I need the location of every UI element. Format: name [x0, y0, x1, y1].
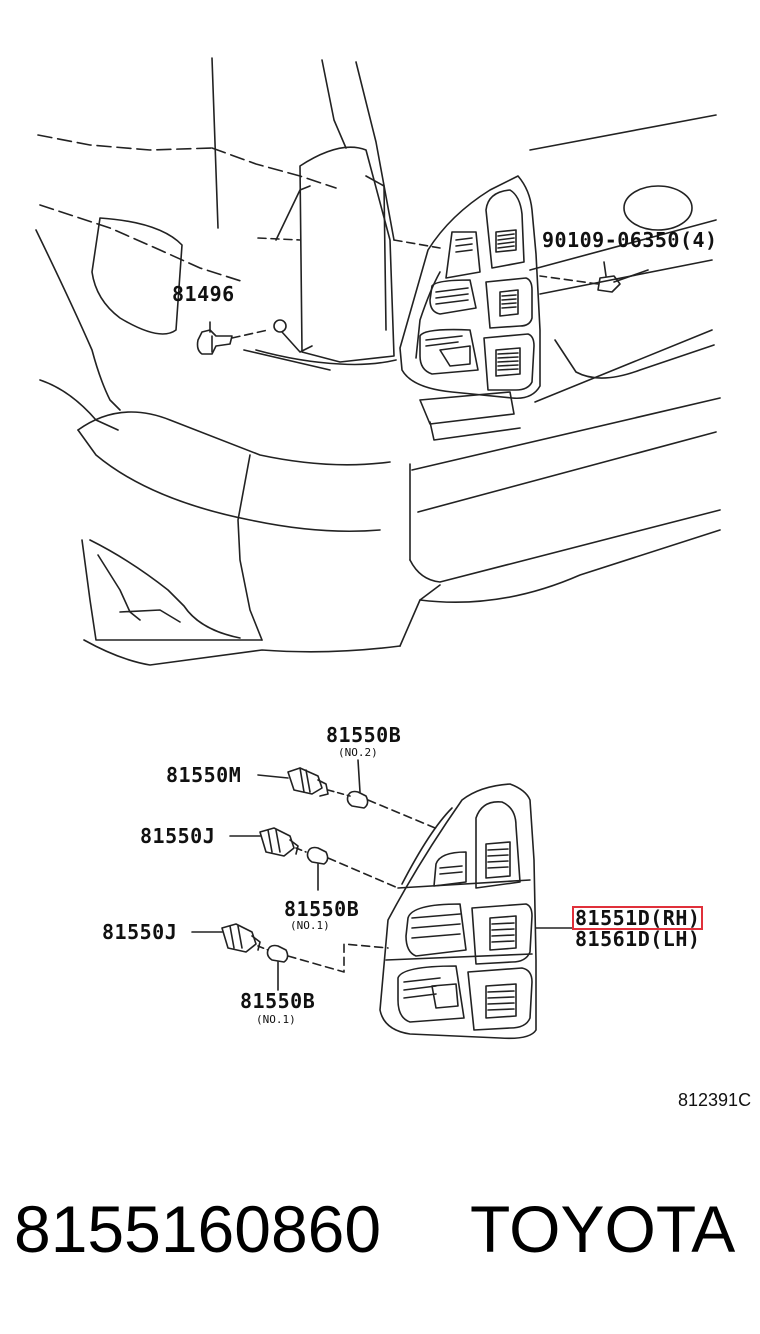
socket-81550J-lower-icon [191, 923, 269, 953]
bulb-81550B-no1-mid-icon [306, 846, 399, 891]
tail-lamp-assembly [379, 783, 573, 1040]
label-bulb-81550B-no2-note: (NO.2) [338, 746, 378, 759]
label-bulb-81550B-no2: 81550B [326, 723, 402, 747]
vehicle-rear-body [35, 57, 721, 666]
screw-90109-icon [539, 261, 649, 293]
part-number: 8155160860 [14, 1192, 382, 1266]
bulb-81550B-no1-low-icon [266, 943, 389, 991]
bulb-81550B-no2-icon [346, 759, 441, 831]
diagram-reference-code: 812391C [678, 1090, 752, 1110]
label-socket-81550J-lower: 81550J [102, 920, 178, 944]
clip-81496-icon [196, 319, 287, 355]
tail-lamp-installed [399, 175, 541, 400]
label-lamp-lh: 81561D(LH) [575, 927, 701, 951]
label-lamp-rh[interactable]: 81551D(RH) [572, 906, 704, 930]
brand-name: TOYOTA [470, 1192, 736, 1266]
label-bulb-81550B-no1-low: 81550B [240, 989, 316, 1013]
label-bulb-81550B-no1-mid: 81550B [284, 897, 360, 921]
socket-81550M-icon [257, 767, 351, 797]
socket-81550J-upper-icon [229, 827, 307, 857]
label-clip-81496: 81496 [172, 282, 235, 306]
label-bulb-81550B-no1-low-note: (NO.1) [256, 1013, 296, 1026]
label-socket-81550J-upper: 81550J [140, 824, 216, 848]
label-socket-81550M: 81550M [166, 763, 242, 787]
label-bulb-81550B-no1-mid-note: (NO.1) [290, 919, 330, 932]
label-screw-90109: 90109-06350(4) [542, 228, 718, 252]
